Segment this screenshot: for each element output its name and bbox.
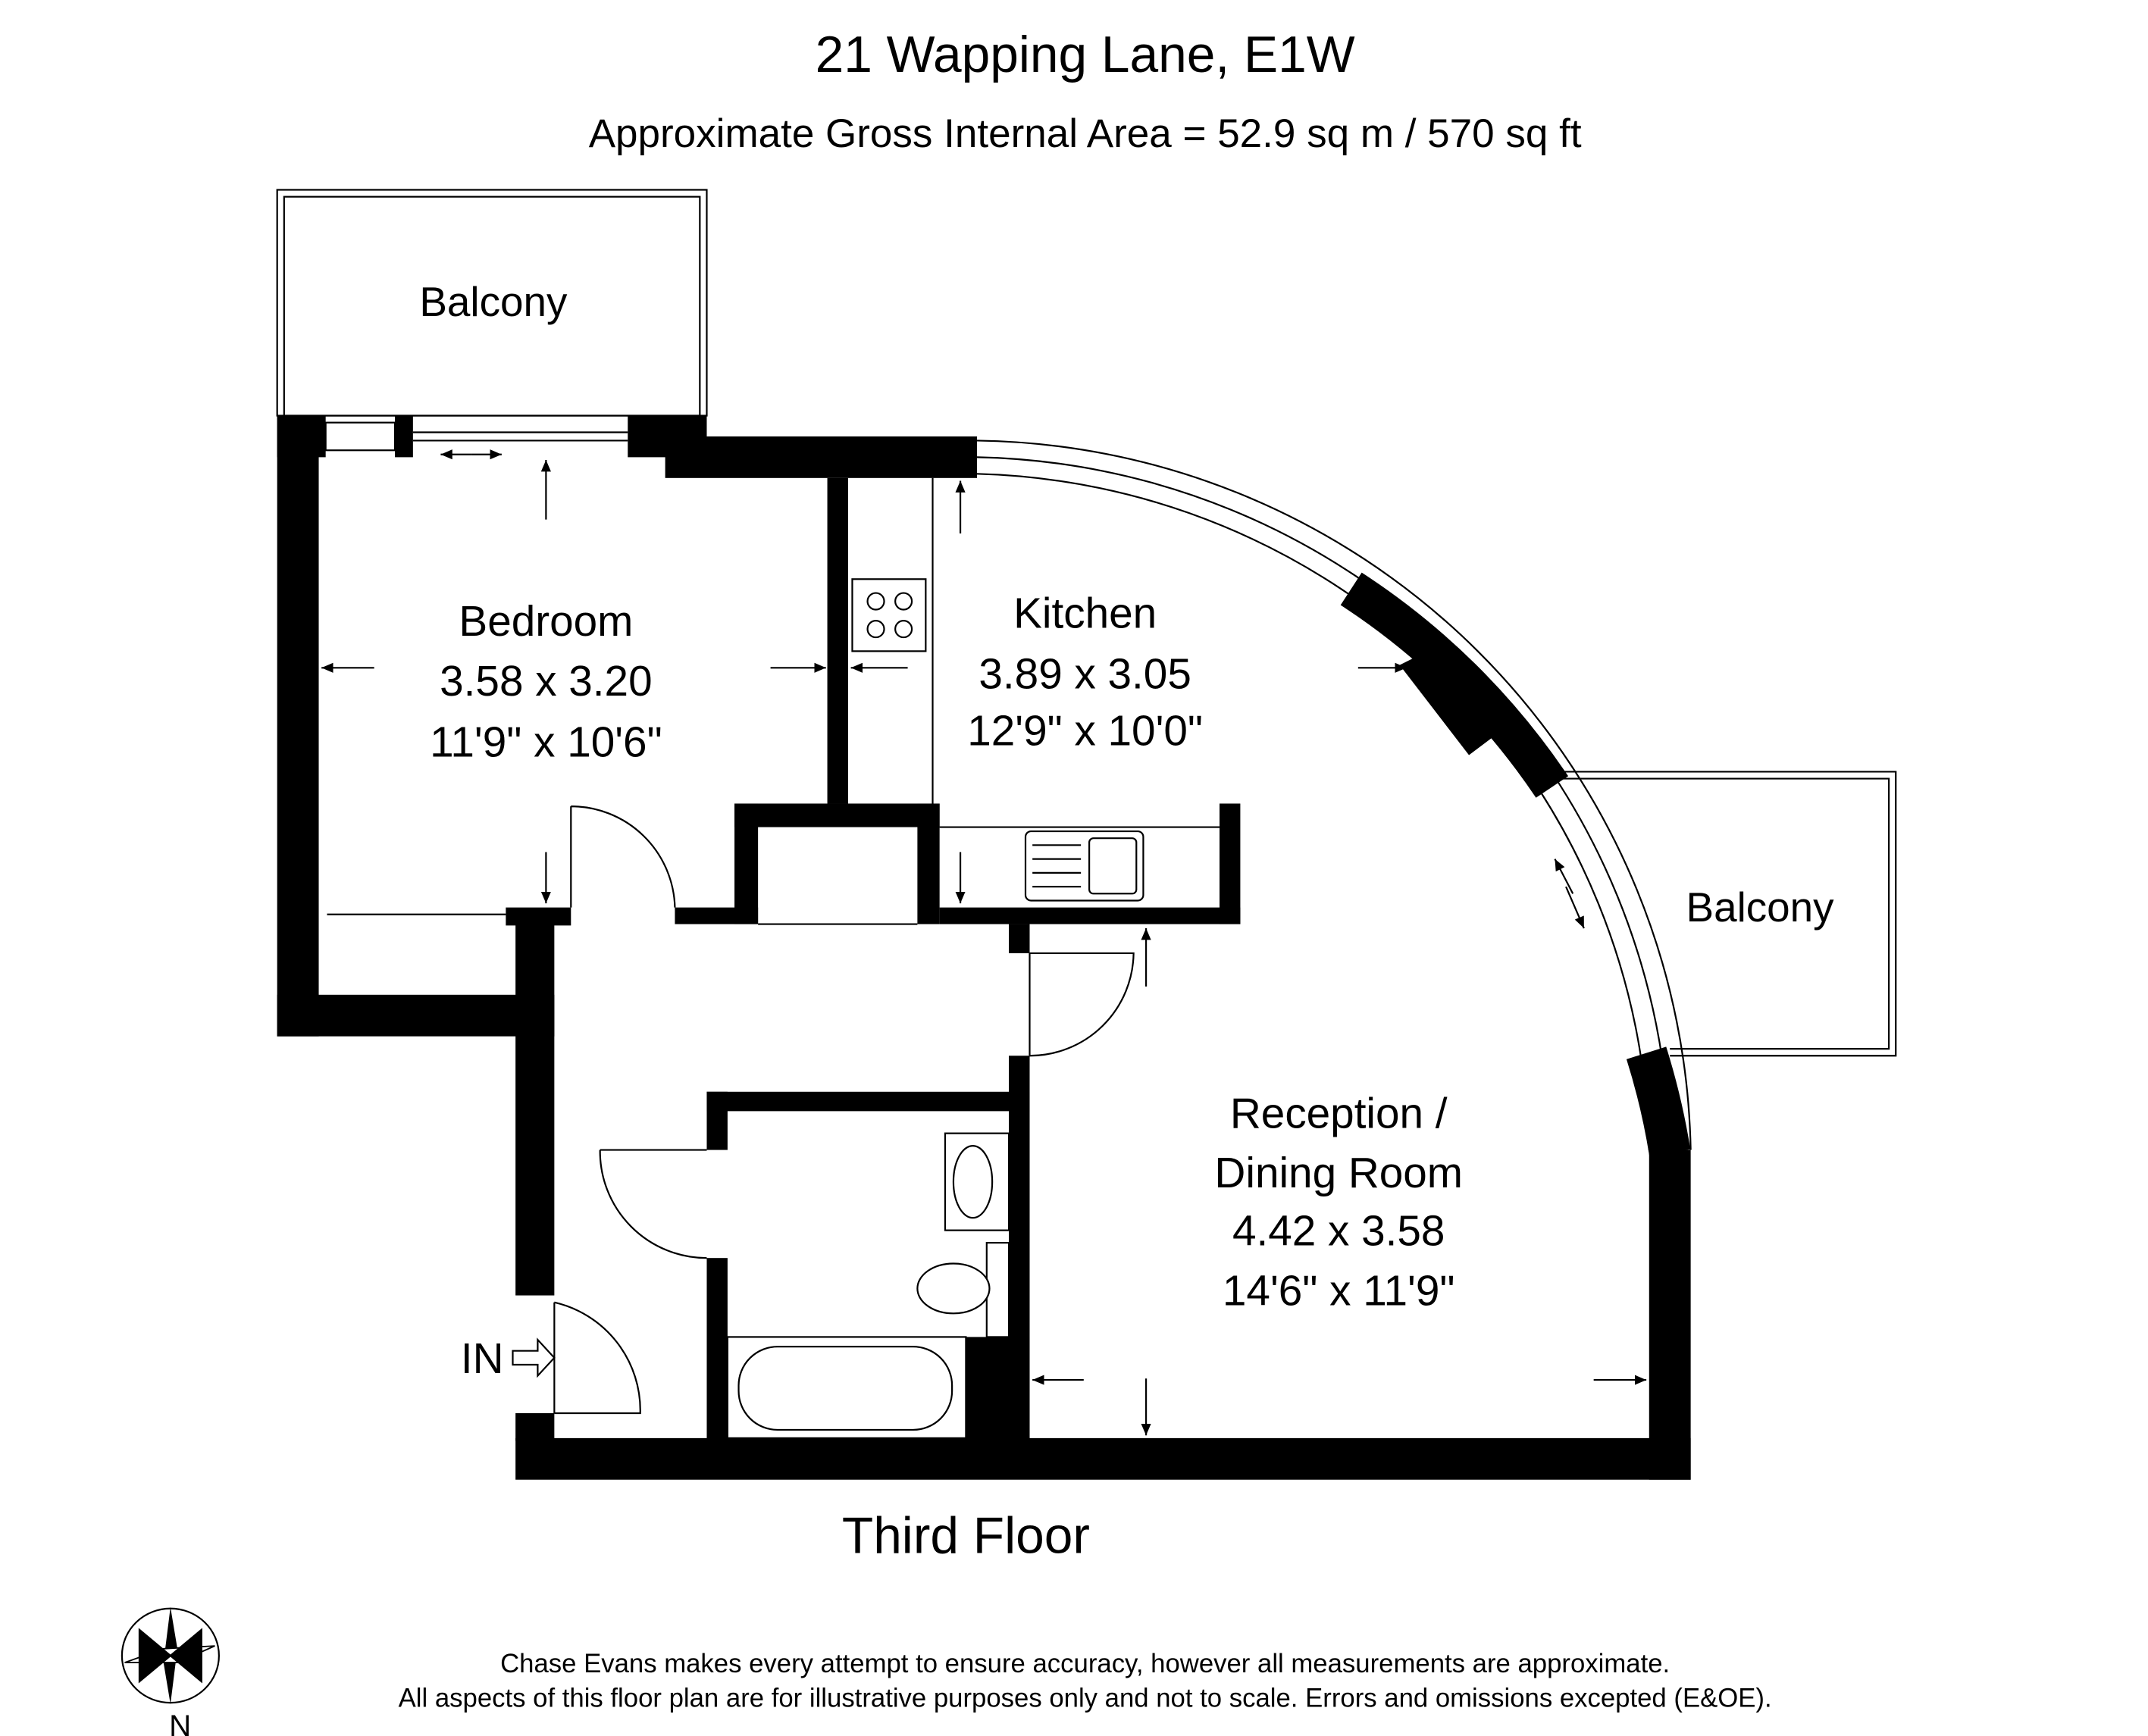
compass-icon [121, 1606, 220, 1704]
balcony-top: Balcony [276, 189, 708, 417]
bedroom-name: Bedroom [459, 598, 633, 646]
balcony-top-label: Balcony [419, 278, 568, 325]
walls [277, 415, 1692, 1480]
plan-title: 21 Wapping Lane, E1W [816, 27, 1355, 83]
doors [553, 805, 1135, 1415]
balcony-right-label: Balcony [1686, 884, 1834, 931]
reception-name-1: Reception / [1230, 1090, 1448, 1137]
reception-imperial: 14'6" x 11'9" [1223, 1267, 1455, 1315]
reception-metric: 4.42 x 3.58 [1232, 1208, 1445, 1256]
kitchen-imperial: 12'9" x 10'0" [967, 708, 1203, 755]
disclaimer-line-1: Chase Evans makes every attempt to ensur… [500, 1650, 1670, 1678]
balcony-right: Balcony [1552, 771, 1897, 1057]
dimension-arrows [321, 449, 1647, 1436]
entrance-arrow-icon [512, 1337, 556, 1378]
kitchen-metric: 3.89 x 3.05 [978, 651, 1191, 699]
toilet [916, 1241, 1010, 1338]
kitchen-name: Kitchen [1013, 590, 1157, 637]
compass-north-label: N [169, 1709, 191, 1736]
bedroom-label: Bedroom 3.58 x 3.20 11'9" x 10'6" [430, 598, 662, 766]
floor-label: Third Floor [842, 1508, 1090, 1565]
reception-label: Reception / Dining Room 4.42 x 3.58 14'6… [1214, 1090, 1463, 1315]
bedroom-imperial: 11'9" x 10'6" [430, 718, 662, 766]
bedroom-metric: 3.58 x 3.20 [440, 658, 652, 705]
reception-name-2: Dining Room [1214, 1150, 1463, 1197]
kitchen-hob [851, 578, 927, 652]
area-subtitle: Approximate Gross Internal Area = 52.9 s… [589, 111, 1582, 156]
entrance-label: IN [461, 1335, 504, 1383]
bathroom-basin [944, 1132, 1010, 1231]
kitchen-label: Kitchen 3.89 x 3.05 12'9" x 10'0" [967, 590, 1203, 755]
bathtub [726, 1336, 967, 1439]
kitchen-sink [1024, 830, 1144, 902]
disclaimer-line-2: All aspects of this floor plan are for i… [399, 1684, 1772, 1713]
